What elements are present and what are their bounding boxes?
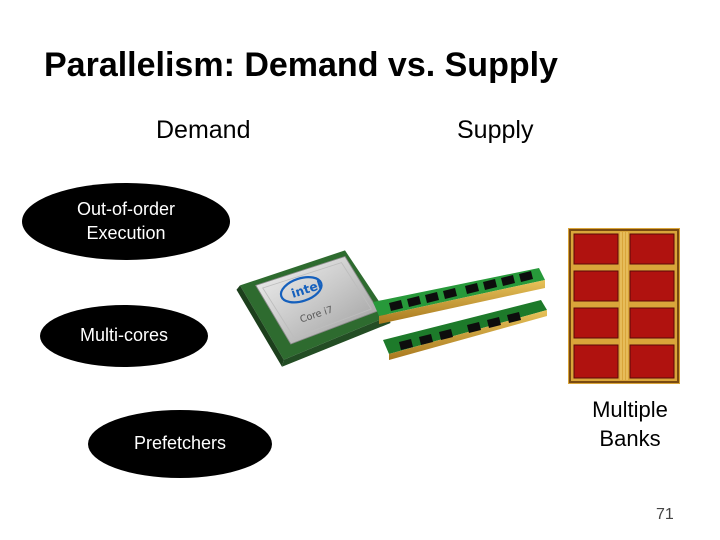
slide-title: Parallelism: Demand vs. Supply [44,46,558,84]
page-number: 71 [656,506,674,523]
demand-heading: Demand [156,116,251,144]
demand-item-label: Out-of-order Execution [76,199,176,243]
demand-item-out-of-order: Out-of-order Execution [22,183,230,260]
banks-label: Multiple Banks [592,397,668,451]
demand-item-multi-cores: Multi-cores [40,305,208,367]
cpu-chip-icon: intel Core i7 [236,250,391,367]
supply-heading: Supply [457,116,534,144]
demand-item-label: Multi-cores [79,325,168,346]
ram-modules-icon [373,268,547,360]
memory-banks-die-icon [568,228,680,384]
demand-item-prefetchers: Prefetchers [88,410,272,478]
demand-item-label: Prefetchers [133,433,227,454]
